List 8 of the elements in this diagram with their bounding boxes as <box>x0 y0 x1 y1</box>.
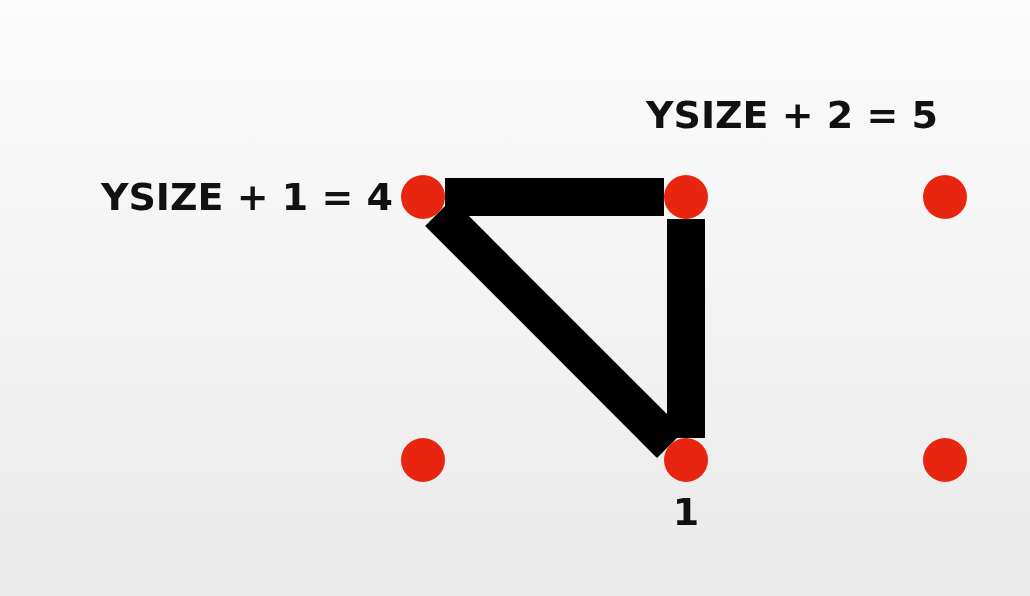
grid-dot <box>923 175 967 219</box>
line-segment <box>667 219 705 438</box>
formula-label: YSIZE + 1 = 4 <box>101 175 393 219</box>
line-segment <box>445 178 664 216</box>
grid-dot <box>923 438 967 482</box>
formula-label: YSIZE + 2 = 5 <box>646 93 938 137</box>
formula-label: 1 <box>672 490 700 534</box>
grid-dot <box>401 438 445 482</box>
